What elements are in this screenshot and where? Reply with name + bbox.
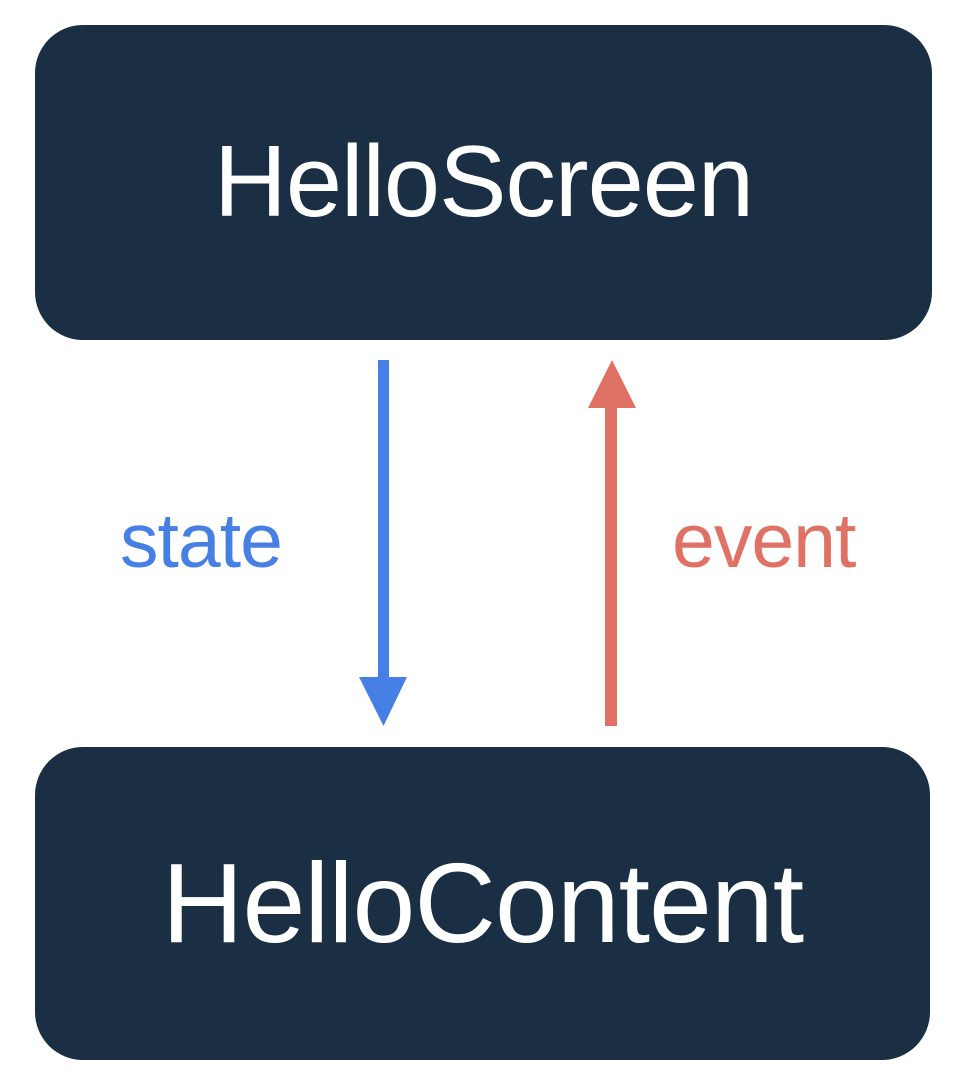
node-hello-content[interactable]: HelloContent <box>35 747 930 1060</box>
state-arrow-icon <box>359 360 407 726</box>
edge-label-event: event <box>672 498 856 584</box>
node-hello-screen-label: HelloScreen <box>213 126 754 238</box>
edge-label-state: state <box>120 498 283 584</box>
node-hello-screen[interactable]: HelloScreen <box>35 25 932 340</box>
node-hello-content-label: HelloContent <box>161 840 804 966</box>
event-arrow-icon <box>588 360 636 726</box>
